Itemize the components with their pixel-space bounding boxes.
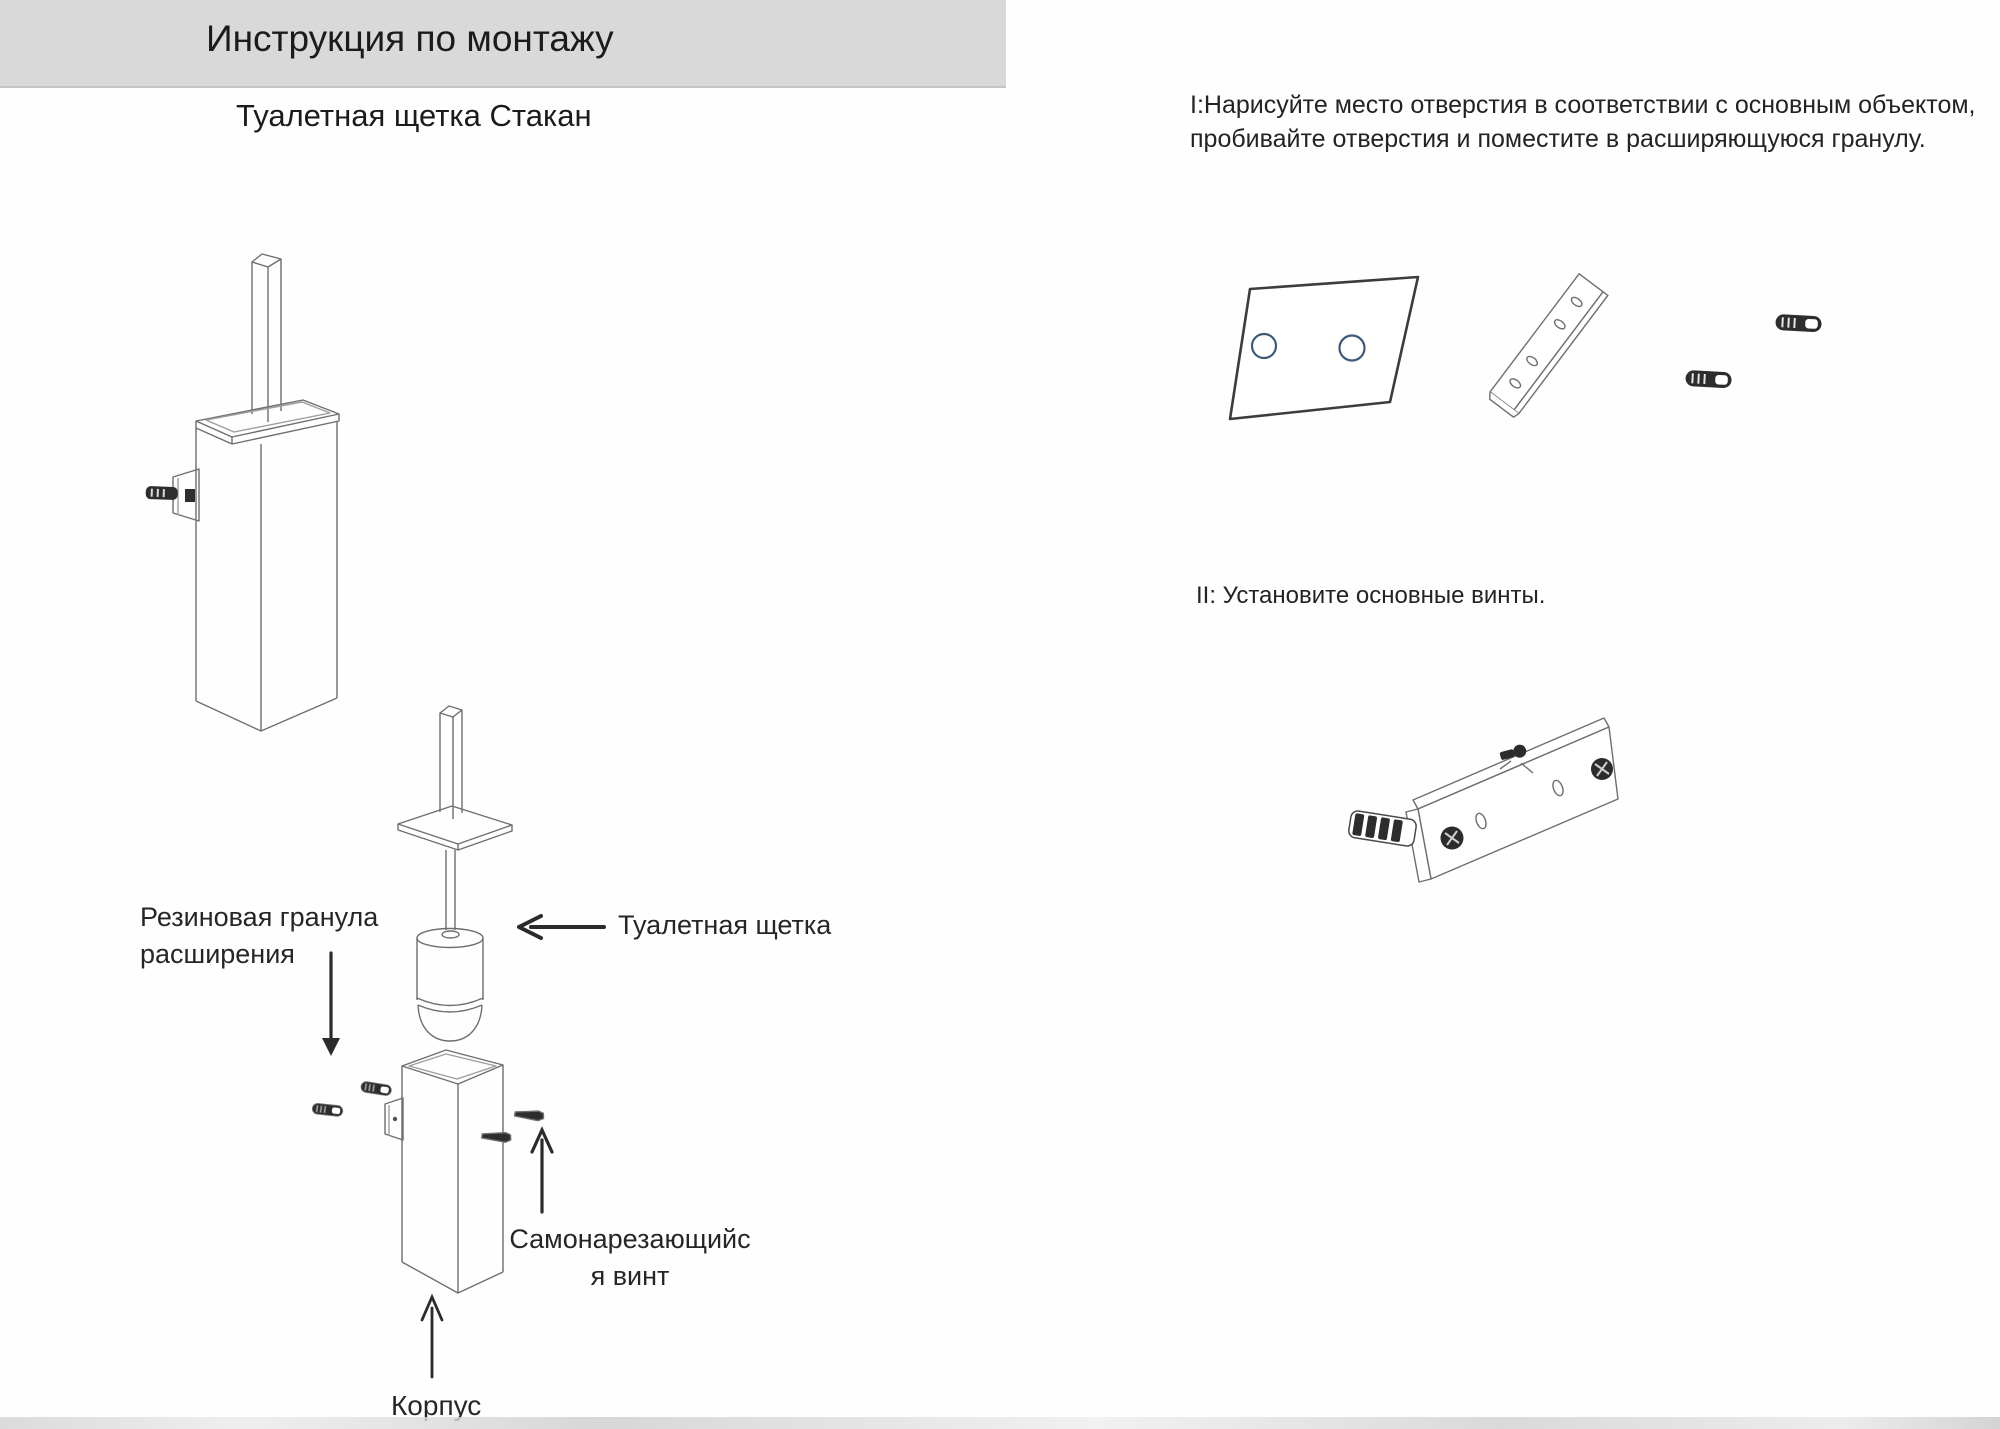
assembled-brush-diagram [145,253,340,732]
label-self-tapping-screw: Самонарезающийс я винт [509,1224,751,1291]
step2-diagram [1348,717,1619,883]
anchor-icon [311,1102,344,1118]
exploded-view-diagram [311,705,546,1294]
label-toilet-brush: Туалетная щетка [618,910,832,940]
screw-icon [480,1128,513,1144]
step2-instruction: II: Установите основные винты. [1196,582,1546,609]
callout-arrows [322,914,606,1379]
assembled-handle-icon [251,253,282,422]
exploded-handle-icon [439,705,463,819]
drill-hole-icon [1338,334,1366,362]
label-rubber-granule: Резиновая гранула расширения [140,902,379,969]
screw-icon [513,1106,546,1123]
brush-rod-icon [445,850,456,930]
drill-hole-icon [1250,332,1278,360]
wall-screw-icon [145,486,178,500]
arrow-left-toilet-brush-icon [517,914,606,940]
step1-diagram [1228,273,1823,421]
body-bracket-icon [384,1097,404,1141]
anchor-icon [359,1080,393,1097]
main-screw-icon [1440,826,1464,850]
assembled-lid-icon [195,399,340,445]
product-subtitle: Туалетная щетка Стакан [236,98,592,133]
exploded-body-icon [401,1049,504,1294]
arrow-up-screw-icon [530,1126,554,1214]
main-screw-icon [1591,758,1613,780]
brush-head-icon [416,927,484,1042]
ribbed-anchor-icon [1348,810,1417,847]
wall-bracket-icon [172,468,200,522]
arrow-up-body-icon [420,1293,444,1379]
step1-instruction: I:Нарисуйте место отверстия в соответств… [1190,91,1976,153]
wall-plate-icon [1228,275,1420,421]
label-body: Корпус [391,1390,482,1421]
assembled-body-icon [195,421,338,732]
expansion-anchor-icon [1774,313,1823,334]
exploded-lid-icon [397,805,513,851]
arrow-down-rubber-granule-icon [322,951,340,1056]
header-band [0,0,1006,88]
page-title: Инструкция по монтажу [206,18,614,59]
top-screw-icon [1499,744,1527,760]
page-bottom-edge [0,1417,2000,1429]
expansion-anchor-icon [1684,369,1733,390]
mounting-plate-icon [1488,273,1609,418]
bracket-plate-icon [1405,717,1619,883]
